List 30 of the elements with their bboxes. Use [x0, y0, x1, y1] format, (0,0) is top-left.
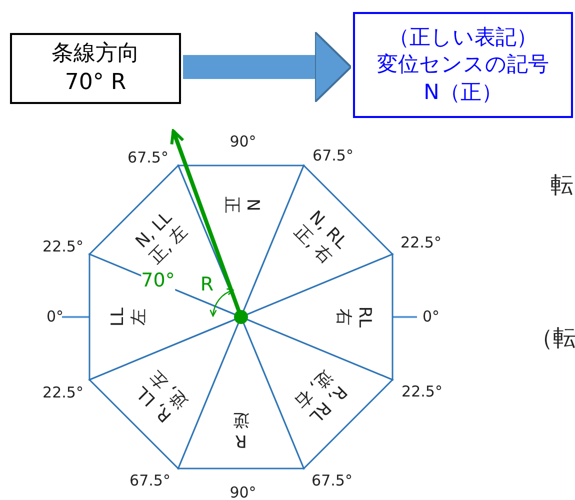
degree-label: 90° — [230, 486, 256, 500]
sector-label: 正 — [220, 196, 241, 214]
box-text: 変位センスの記号N（正） — [376, 51, 550, 106]
text-box — [353, 12, 573, 118]
side-text: （転 — [530, 328, 575, 350]
degree-label: 22.5° — [400, 236, 442, 250]
box-text: 条線方向 — [52, 40, 140, 68]
degree-label: 22.5° — [402, 384, 442, 400]
sector-label: 逆 — [232, 408, 250, 429]
block-arrow — [183, 31, 352, 103]
angle-label: 70° — [141, 272, 175, 290]
degree-label: 67.5° — [130, 474, 170, 488]
degree-label: 67.5° — [312, 474, 352, 488]
degree-label: 67.5° — [128, 150, 168, 166]
degree-label: 90° — [230, 134, 256, 150]
box-text: 70° R — [64, 68, 126, 96]
degree-label: 22.5° — [42, 240, 84, 254]
text-box — [10, 33, 181, 104]
degree-label: 67.5° — [312, 148, 354, 164]
box-text: （正しい表記） — [388, 24, 538, 52]
sector-label: N — [241, 198, 262, 212]
degree-label: 0° — [422, 310, 440, 324]
sector-label: 右 — [332, 308, 353, 326]
degree-label: 22.5° — [42, 386, 84, 400]
degree-label: 0° — [46, 310, 64, 324]
sector-label: 左 — [129, 308, 150, 326]
side-text: 転 — [550, 174, 574, 198]
sector-label: R — [235, 429, 247, 450]
sector-label: RL — [353, 306, 374, 328]
sector-label: LL — [108, 308, 129, 326]
